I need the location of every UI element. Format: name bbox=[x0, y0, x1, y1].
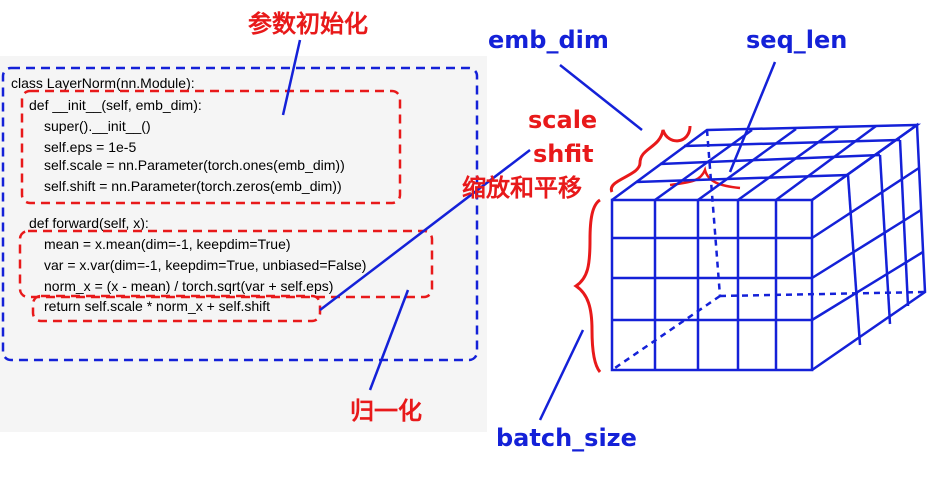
pointer-seq-len bbox=[728, 61, 777, 173]
label-shift: shfit bbox=[533, 140, 594, 168]
code-line-norm: norm_x = (x - mean) / torch.sqrt(var + s… bbox=[44, 278, 334, 294]
label-seq-len: seq_len bbox=[746, 26, 848, 54]
cube-hidden-edge-diagonal bbox=[611, 294, 721, 372]
cube-top-face bbox=[611, 123, 922, 202]
brace-seq-len bbox=[669, 166, 741, 190]
tensor-cube bbox=[610, 122, 927, 372]
code-line-class-def: class LayerNorm(nn.Module): bbox=[11, 75, 195, 91]
code-line-forward-def: def forward(self, x): bbox=[29, 215, 149, 231]
brace-batch-size bbox=[573, 198, 602, 373]
brace-scale-shift bbox=[609, 125, 692, 193]
normalize-frame bbox=[18, 229, 434, 299]
return-frame bbox=[31, 294, 322, 323]
label-batch-size: batch_size bbox=[496, 424, 637, 452]
code-line-eps: self.eps = 1e-5 bbox=[44, 139, 137, 155]
code-line-scale: self.scale = nn.Parameter(torch.ones(emb… bbox=[44, 157, 345, 173]
code-line-shift: self.shift = nn.Parameter(torch.zeros(em… bbox=[44, 178, 342, 194]
code-line-mean: mean = x.mean(dim=-1, keepdim=True) bbox=[44, 236, 291, 252]
pointer-emb-dim bbox=[559, 64, 643, 131]
pointer-return bbox=[319, 149, 531, 311]
label-normalize: 归一化 bbox=[350, 397, 422, 425]
cube-right-face bbox=[811, 122, 927, 372]
label-scale: scale bbox=[528, 106, 598, 134]
cube-hidden-edge-back bbox=[719, 290, 926, 298]
cube-front-face bbox=[610, 198, 814, 372]
code-line-return: return self.scale * norm_x + self.shift bbox=[44, 298, 271, 314]
cube-hidden-edge-vertical bbox=[705, 129, 722, 297]
init-frame bbox=[20, 89, 402, 205]
label-scale-shift: 缩放和平移 bbox=[462, 174, 582, 202]
code-line-init-def: def __init__(self, emb_dim): bbox=[29, 97, 202, 113]
class-frame bbox=[1, 66, 479, 362]
pointer-batch-size bbox=[538, 329, 585, 421]
code-line-var: var = x.var(dim=-1, keepdim=True, unbias… bbox=[44, 257, 367, 273]
label-emb-dim: emb_dim bbox=[488, 26, 609, 54]
code-line-super-init: super().__init__() bbox=[44, 118, 151, 134]
pointer-normalize bbox=[368, 289, 410, 391]
label-init-params: 参数初始化 bbox=[248, 10, 368, 38]
pointer-init bbox=[281, 39, 302, 116]
